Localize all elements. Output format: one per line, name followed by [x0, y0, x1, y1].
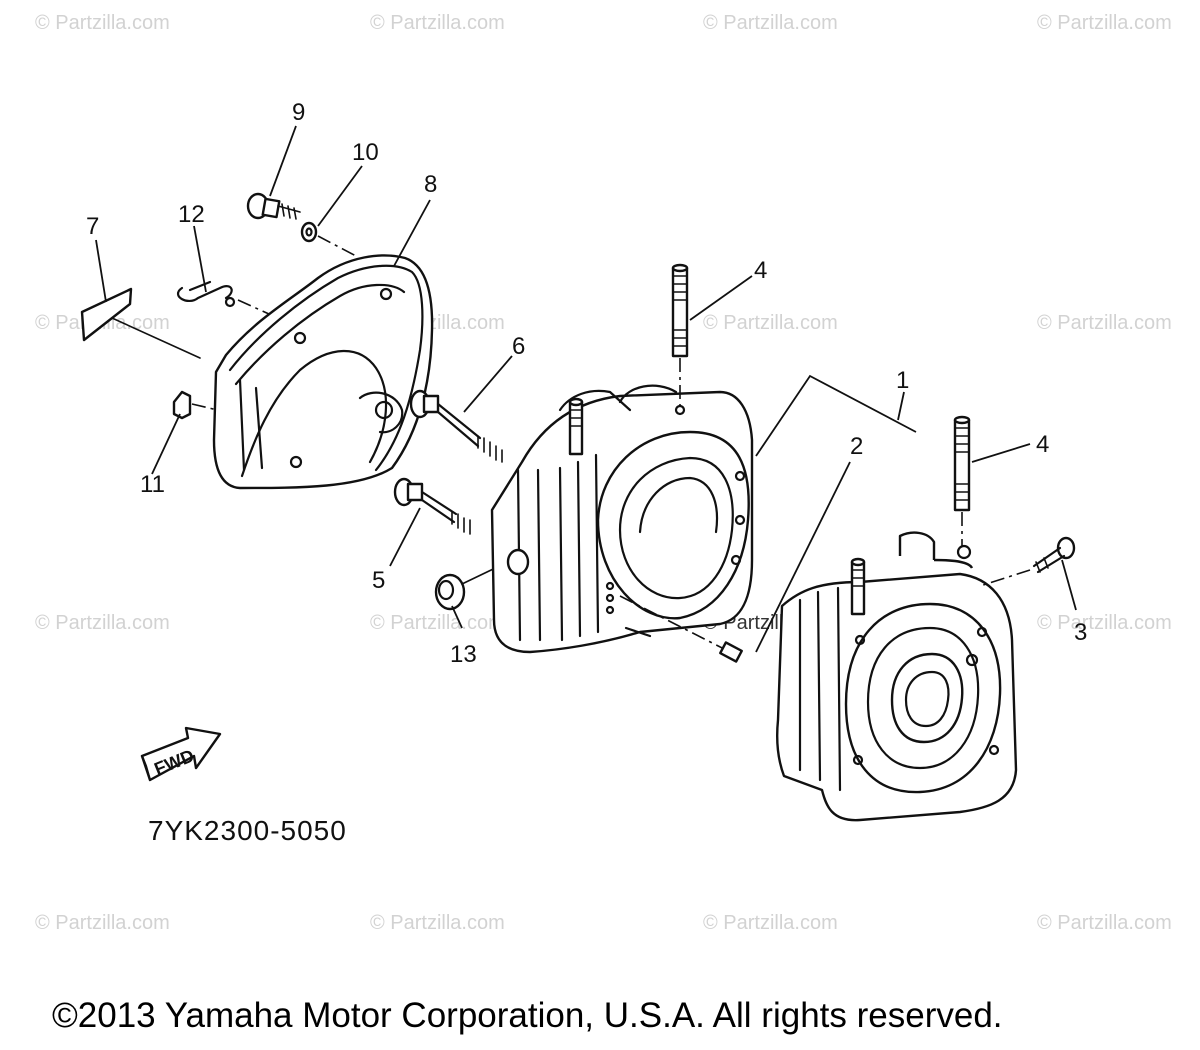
watermark: © Partzilla.com — [1037, 312, 1172, 334]
part-10-washer — [300, 221, 357, 257]
part-9-bolt — [246, 192, 301, 220]
diagram-code: 7YK2300-5050 — [148, 815, 347, 846]
callout-13: 13 — [450, 641, 477, 668]
watermark: © Partzilla.com — [703, 12, 838, 34]
watermark: © Partzilla.com — [370, 612, 505, 634]
part-4-stud-right — [953, 415, 971, 546]
callout-2: 2 — [850, 433, 863, 460]
leader-lines — [95, 125, 1077, 653]
watermark: © Partzilla.com — [370, 912, 505, 934]
part-6-bolt — [409, 389, 503, 463]
fwd-arrow: FWD — [140, 726, 222, 782]
part-7-label-plate — [80, 287, 201, 359]
part-3-screw — [979, 536, 1076, 587]
watermark: © Partzilla.com — [1037, 612, 1172, 634]
callout-12: 12 — [178, 201, 205, 228]
watermark: © Partzilla.com — [35, 12, 170, 34]
part-1-crankcase-left — [490, 384, 754, 654]
callout-9: 9 — [292, 99, 305, 126]
part-2-dowel-pin — [619, 595, 743, 663]
callout-4-right: 4 — [1036, 431, 1049, 458]
part-5-bolt — [393, 477, 471, 535]
callout-1: 1 — [896, 367, 909, 394]
watermark: © Partzilla.com — [35, 612, 170, 634]
callout-10: 10 — [352, 139, 379, 166]
part-4-stud-upper — [671, 263, 689, 408]
watermark: © Partzilla.com — [1037, 12, 1172, 34]
watermark: © Partzilla.com — [1037, 912, 1172, 934]
part-1-crankcase-right — [776, 531, 1018, 822]
watermark: © Partzilla.com — [703, 312, 838, 334]
watermark: © Partzilla.com — [703, 912, 838, 934]
watermark: © Partzilla.com — [35, 912, 170, 934]
callout-4-upper: 4 — [754, 257, 767, 284]
callout-8: 8 — [424, 171, 437, 198]
callout-3: 3 — [1074, 619, 1087, 646]
watermark: © Partzilla.com — [370, 12, 505, 34]
callout-5: 5 — [372, 567, 385, 594]
callout-numbers: 1 2 3 4 4 5 6 7 8 9 10 11 12 13 — [86, 99, 1087, 668]
callout-7: 7 — [86, 213, 99, 240]
part-8-head-cover — [212, 254, 434, 490]
callout-6: 6 — [512, 333, 525, 360]
callout-11: 11 — [140, 471, 165, 498]
copyright-notice: ©2013 Yamaha Motor Corporation, U.S.A. A… — [52, 996, 1003, 1035]
